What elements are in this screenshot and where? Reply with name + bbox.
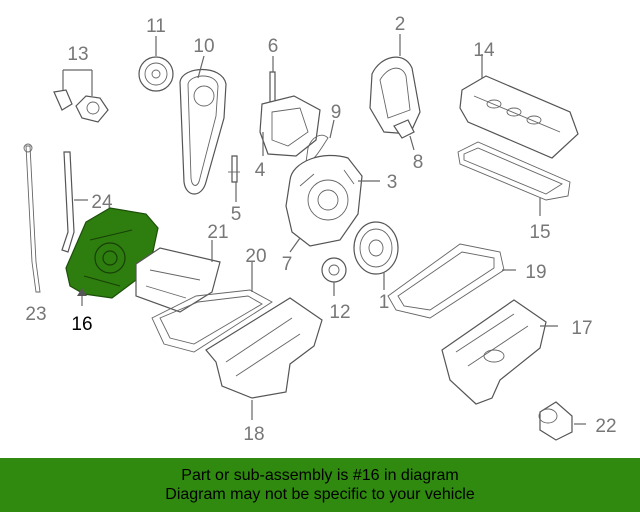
part-24-tube[interactable] <box>62 152 74 252</box>
banner-line-1: Part or sub-assembly is #16 in diagram <box>181 467 459 484</box>
part-13-thermostat[interactable] <box>54 90 108 122</box>
engine-parts-diagram: 13 11 10 6 4 9 5 2 <box>0 14 617 445</box>
callout-14[interactable]: 14 <box>473 40 495 61</box>
part-22-oil-filter[interactable] <box>539 402 572 440</box>
part-21-baffle[interactable] <box>136 248 220 312</box>
callout-4[interactable]: 4 <box>255 160 266 181</box>
callout-22[interactable]: 22 <box>595 416 616 437</box>
part-1-pulley[interactable] <box>354 222 398 274</box>
callout-24[interactable]: 24 <box>91 192 113 213</box>
callout-11[interactable]: 11 <box>146 16 166 37</box>
part-11-cam-pulley[interactable] <box>139 57 173 91</box>
part-17-oil-pan[interactable] <box>442 300 546 404</box>
part-10-timing-belt[interactable] <box>180 70 226 195</box>
part-23-dipstick[interactable] <box>24 144 40 292</box>
callout-2[interactable]: 2 <box>395 14 406 35</box>
callout-13[interactable]: 13 <box>67 44 88 65</box>
callout-8[interactable]: 8 <box>413 152 424 173</box>
arrow-16 <box>77 288 87 296</box>
callout-16[interactable]: 16 <box>71 314 92 335</box>
part-8-seal[interactable] <box>394 120 414 138</box>
part-3-cover[interactable] <box>286 155 362 246</box>
banner-line-2: Diagram may not be specific to your vehi… <box>165 486 475 503</box>
part-19-gasket[interactable] <box>388 244 504 318</box>
callout-23[interactable]: 23 <box>25 304 46 325</box>
part-14-valve-cover[interactable] <box>460 76 578 158</box>
callout-19[interactable]: 19 <box>525 262 546 283</box>
info-banner: Part or sub-assembly is #16 in diagram D… <box>0 458 640 512</box>
callout-6[interactable]: 6 <box>268 36 279 57</box>
part-4-lower-cover[interactable] <box>260 96 320 156</box>
callout-7[interactable]: 7 <box>282 254 293 275</box>
callout-5[interactable]: 5 <box>231 204 242 225</box>
part-18-oil-pan[interactable] <box>206 298 322 398</box>
part-15-gasket[interactable] <box>458 142 570 200</box>
part-5-bolt[interactable] <box>228 156 240 182</box>
callout-9[interactable]: 9 <box>331 102 342 123</box>
callout-18[interactable]: 18 <box>243 424 264 445</box>
callout-1[interactable]: 1 <box>379 292 390 313</box>
part-2-upper-cover[interactable] <box>370 57 420 134</box>
callout-10[interactable]: 10 <box>193 36 214 57</box>
callout-12[interactable]: 12 <box>329 302 350 323</box>
callout-20[interactable]: 20 <box>245 246 266 267</box>
part-6-bolt[interactable] <box>270 72 275 102</box>
part-20-gasket[interactable] <box>152 290 272 352</box>
callout-15[interactable]: 15 <box>529 222 550 243</box>
callout-3[interactable]: 3 <box>387 172 398 193</box>
callout-17[interactable]: 17 <box>571 318 592 339</box>
callout-21[interactable]: 21 <box>207 222 228 243</box>
part-12-crank-pulley[interactable] <box>322 258 346 282</box>
